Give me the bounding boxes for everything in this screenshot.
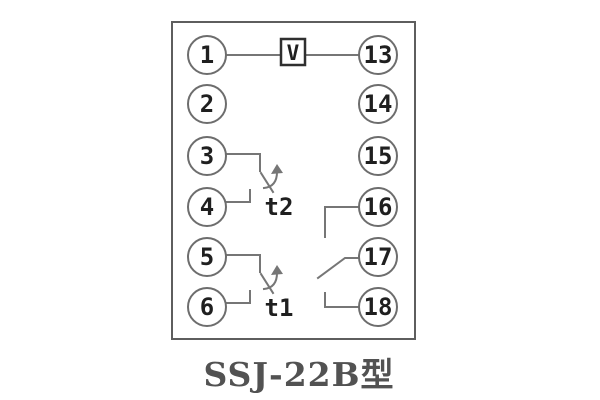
left-terminals: 1 2 3 4 5 6 <box>187 35 227 327</box>
terminal-circle <box>358 287 398 327</box>
voltage-element-label: V <box>287 41 300 65</box>
terminal-circle <box>187 35 227 75</box>
terminal-circle <box>187 136 227 176</box>
t1-contact-blade <box>259 272 275 295</box>
terminal-18: 18 <box>358 287 398 327</box>
t2-contact-blade <box>259 171 275 194</box>
terminal-circle <box>358 187 398 227</box>
terminal-6: 6 <box>187 287 227 327</box>
contact-label-t2: t2 <box>265 193 294 221</box>
wire-4-fixed-contact <box>225 189 251 203</box>
wiring <box>225 54 360 308</box>
terminal-number: 6 <box>200 293 214 321</box>
terminal-number: 4 <box>200 193 214 221</box>
terminal-number: 5 <box>200 243 214 271</box>
model-caption: SSJ-22B型 <box>203 355 394 394</box>
contact-label-t1: t1 <box>265 294 294 322</box>
terminal-5: 5 <box>187 237 227 277</box>
contact-labels: t2 t1 <box>265 193 294 322</box>
wire-5-contact <box>225 254 261 273</box>
terminal-number: 2 <box>200 90 214 118</box>
terminal-number: 1 <box>200 41 214 69</box>
t1-arrowhead-icon <box>271 265 283 275</box>
terminal-number: 14 <box>364 90 393 118</box>
terminal-number: 16 <box>364 193 393 221</box>
terminal-circle <box>187 84 227 124</box>
terminal-number: 18 <box>364 293 393 321</box>
terminal-17: 17 <box>358 237 398 277</box>
voltage-element-box <box>279 37 307 67</box>
meter-element: V <box>279 37 307 67</box>
terminal-circle <box>187 287 227 327</box>
terminal-circle <box>358 35 398 75</box>
arrowheads <box>271 164 283 275</box>
t2-arrowhead-icon <box>271 164 283 174</box>
terminal-number: 13 <box>364 41 393 69</box>
terminal-14: 14 <box>358 84 398 124</box>
terminal-4: 4 <box>187 187 227 227</box>
t1-delay-arrow-curve <box>262 271 279 291</box>
terminal-circle <box>358 136 398 176</box>
terminal-circle <box>358 84 398 124</box>
relay-outline <box>171 21 416 340</box>
terminal-15: 15 <box>358 136 398 176</box>
terminal-number: 15 <box>364 142 393 170</box>
terminal-3: 3 <box>187 136 227 176</box>
terminal-circle <box>358 237 398 277</box>
terminal-circle <box>187 187 227 227</box>
terminal-1: 1 <box>187 35 227 75</box>
wire-6-fixed-contact <box>225 290 251 304</box>
right-terminals: 13 14 15 16 17 18 <box>358 35 398 327</box>
wire-17-changeover-blade <box>316 257 360 280</box>
terminal-number: 3 <box>200 142 214 170</box>
wire-16-contact <box>324 206 360 238</box>
terminal-2: 2 <box>187 84 227 124</box>
t2-delay-arrow-curve <box>262 170 279 190</box>
wire-18-contact <box>324 292 360 308</box>
terminal-circle <box>187 237 227 277</box>
terminal-13: 13 <box>358 35 398 75</box>
terminal-16: 16 <box>358 187 398 227</box>
wire-3-contact <box>225 153 261 172</box>
terminal-number: 17 <box>364 243 393 271</box>
